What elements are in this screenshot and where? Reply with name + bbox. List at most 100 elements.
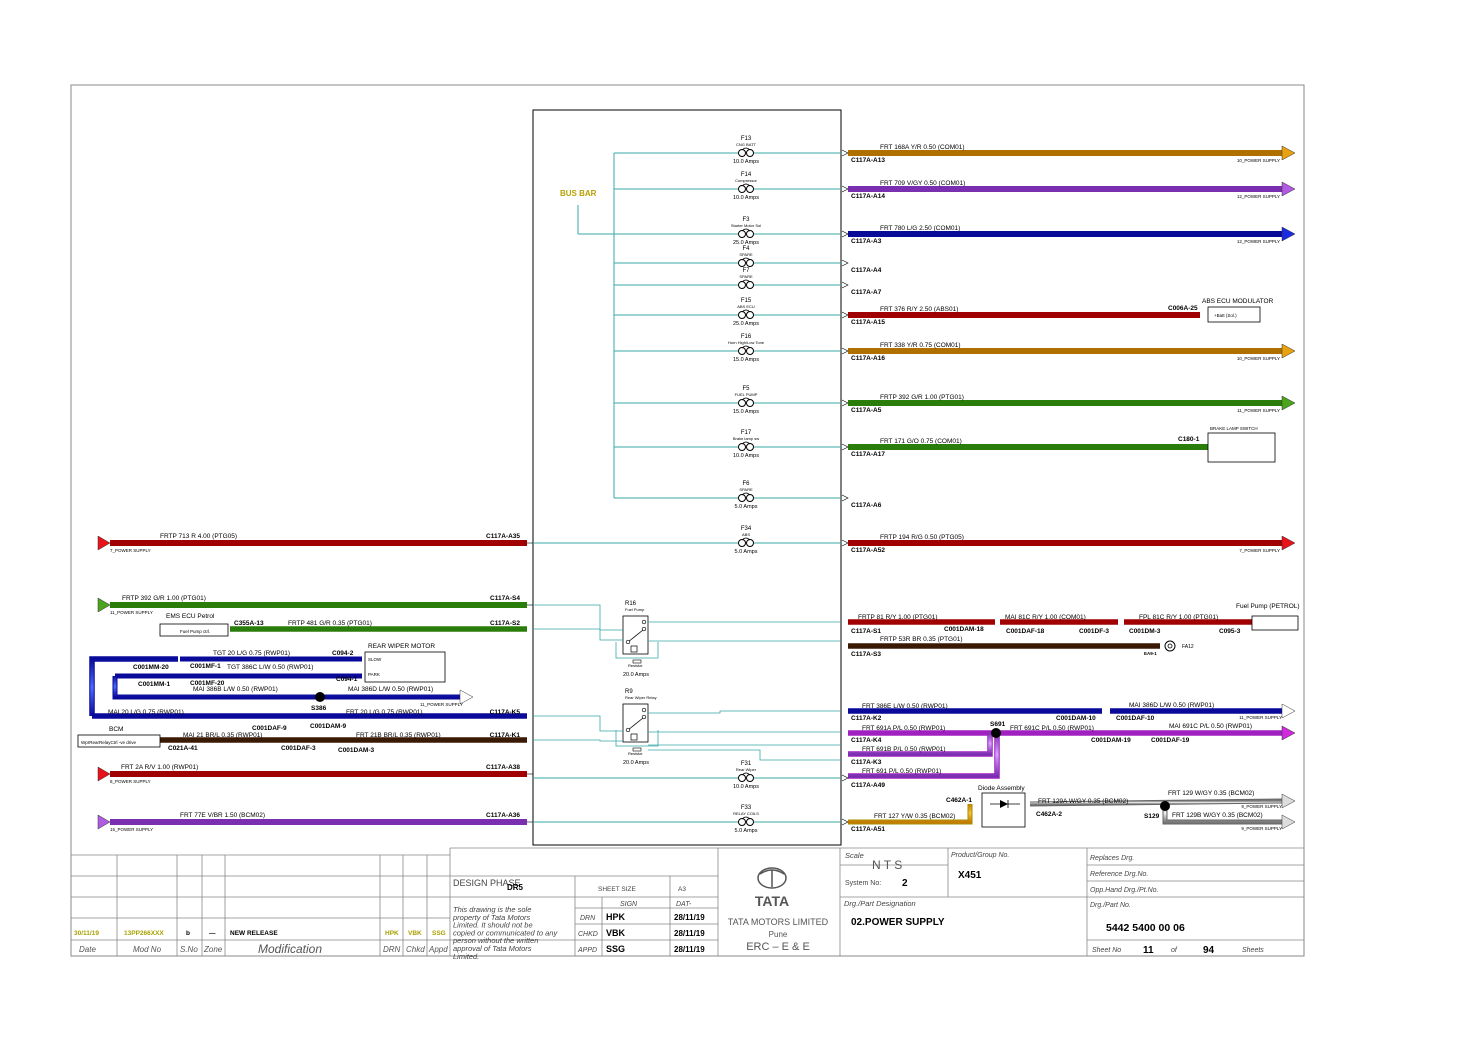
fuel-label: MAI 81C R/Y 1.00 (COM01)	[1005, 614, 1086, 621]
header-modification: Modification	[258, 942, 322, 956]
rev-zone: —	[209, 930, 216, 937]
destination-arrow	[1281, 181, 1296, 197]
design-phase: DR5	[507, 883, 524, 892]
fuse-terminal	[746, 185, 754, 193]
diode-title: Diode Assembly	[978, 785, 1025, 792]
wire-label: FRTP 392 G/R 1.00 (PTG01)	[880, 394, 964, 401]
fuse-id: F33	[741, 805, 752, 811]
fuse-terminal	[746, 494, 754, 502]
fuse-element	[741, 441, 751, 445]
connector-label: C117A-A4	[851, 267, 882, 274]
diode-conn: C462A-1	[946, 797, 972, 804]
design-phase-label: DESIGN PHASE	[453, 878, 521, 888]
ems-ecu-pin: Fuel Pump ctrl.	[180, 629, 210, 634]
fuse-terminal	[738, 347, 746, 355]
wiper-out-label: FRT 691 P/L 0.50 (RWP01)	[862, 768, 941, 775]
brake-switch-box	[1207, 432, 1276, 463]
destination-arrow	[1281, 343, 1296, 359]
fuse-terminal	[738, 494, 746, 502]
diode-box	[981, 792, 1026, 828]
relay-desc: Fuel Pump	[625, 607, 645, 612]
wiper-label: TGT 386C L/W 0.50 (RWP01)	[227, 664, 313, 671]
fuse-desc: Starter Motor Sol	[731, 223, 761, 228]
source-label: 8_POWER SUPPLY	[110, 779, 151, 784]
company-city: Pune	[769, 930, 788, 939]
sheet-label: Sheet No	[1092, 947, 1121, 954]
fuse-terminal	[746, 818, 754, 826]
rev-appd: SSG	[432, 930, 446, 937]
destination-arrow	[1281, 395, 1296, 411]
fuse-terminal	[738, 149, 746, 157]
fuse-terminal	[738, 259, 746, 267]
date-chkd: 28/11/19	[674, 929, 705, 938]
connector-label: C117A-A3	[851, 238, 882, 245]
role-appd: APPD	[577, 947, 597, 954]
fuse-element	[741, 492, 751, 496]
destination-arrow	[1281, 814, 1296, 830]
fuse-id: F5	[742, 386, 750, 392]
relay-link	[533, 739, 623, 742]
rear-wiper-c2: C094-1	[336, 676, 358, 683]
diode-wire	[848, 804, 972, 824]
relay-pin	[641, 626, 647, 632]
wire-label: FRTP 713 R 4.00 (PTG05)	[160, 533, 237, 540]
abs-ecu-title: ABS ECU MODULATOR	[1202, 298, 1274, 305]
fuse-desc: ABS ECU	[737, 304, 755, 309]
product-no: X451	[958, 870, 982, 881]
fuse-amps: 25.0 Amps	[733, 240, 759, 246]
bus-bar-label: BUS BAR	[560, 189, 597, 198]
destination-arrow	[1281, 793, 1296, 809]
connector-mark	[841, 443, 849, 451]
diode-dest: 9_POWER SUPPLY	[1241, 804, 1282, 809]
opp-hand-label: Opp.Hand Drg./Pt.No.	[1090, 887, 1159, 894]
relay-resistor-label: Resistor	[628, 751, 643, 756]
fuse-amps: 5.0 Amps	[735, 828, 758, 834]
replaces-label: Replaces Drg.	[1090, 855, 1134, 862]
connector-mark	[841, 818, 849, 826]
connector-mark	[841, 399, 849, 407]
connector-mark	[841, 347, 849, 355]
fuse-id: F34	[741, 526, 752, 532]
wiper-conn: C001DAF-9	[252, 725, 287, 732]
connector-label: C117A-A38	[486, 764, 520, 771]
company-logo-mark	[759, 869, 785, 887]
connector-label: C117A-A13	[851, 157, 885, 164]
fuse-terminal	[738, 818, 746, 826]
source-arrow	[97, 814, 111, 830]
fuse-desc: Rear Wiper	[736, 767, 757, 772]
header-chkd: Chkd	[406, 945, 425, 954]
header-appd: Appd	[428, 945, 448, 954]
relay-pin	[641, 619, 647, 625]
fuse-desc: SPARE	[739, 274, 753, 279]
relay-resistor-label: Resistor	[628, 663, 643, 668]
relay-pin	[641, 707, 647, 713]
wires-layer	[89, 145, 1296, 830]
fuel-conn: C117A-S3	[851, 651, 881, 658]
header-drn: DRN	[383, 945, 401, 954]
abs-ecu-connector: C006A-25	[1168, 305, 1198, 312]
wire-label: FRT 2A R/V 1.00 (RWP01)	[121, 764, 198, 771]
diode-dest: 9_POWER SUPPLY	[1241, 826, 1282, 831]
fuse-desc: ABS	[742, 532, 750, 537]
fuse-amps: 25.0 Amps	[733, 321, 759, 327]
wire-label: FRT 338 Y/R 0.75 (COM01)	[880, 342, 961, 349]
rev-date: 30/11/19	[74, 930, 99, 937]
wiper-conn: C001DAM-9	[310, 723, 347, 730]
ground-terminal-inner	[1167, 643, 1173, 649]
source-arrow	[97, 535, 111, 551]
connector-label: C117A-A7	[851, 289, 882, 296]
fuse-terminal	[738, 230, 746, 238]
fuse-desc: FUEL PUMP	[735, 392, 758, 397]
source-label: 15_POWER SUPPLY	[110, 827, 153, 832]
abs-ecu-pin: +Batt (Sol.)	[1214, 313, 1237, 318]
bcm-wire-label: FRT 21B BR/L 0.35 (RWP01)	[356, 732, 441, 739]
role-chkd: CHKD	[578, 931, 598, 938]
wiper-conn: C001MM-20	[133, 664, 169, 671]
fuse-id: F3	[742, 217, 750, 223]
relay-coil	[630, 645, 638, 653]
